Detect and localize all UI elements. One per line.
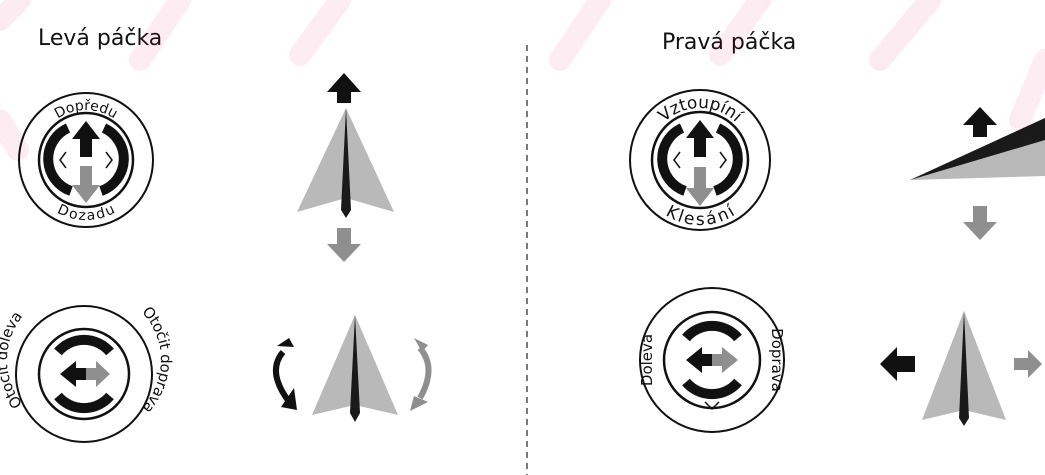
plane-rotate-illustration — [273, 315, 432, 422]
right-strafe-left-label: Doleva — [638, 334, 656, 386]
left-bottom-dial-label: Dozadu — [55, 201, 118, 224]
chevron-left-icon — [673, 151, 681, 169]
right-arrow-icon — [1014, 350, 1042, 378]
plane-side-spine — [910, 118, 1045, 180]
plane-spine — [959, 311, 969, 426]
chevron-right-icon — [105, 151, 113, 169]
right-stick-climb-descend-dial: Vztoupíní Klesání — [629, 89, 771, 231]
left-rotate-right-label: Otočit doprava — [139, 303, 175, 417]
plane-forward-back-illustration — [297, 73, 394, 262]
chevron-up-icon — [76, 334, 92, 344]
chevron-up-icon — [704, 321, 720, 331]
up-arrow-icon — [963, 107, 997, 137]
left-arrow-icon — [880, 347, 915, 381]
right-strafe-right-label: Doprava — [768, 328, 786, 392]
left-stick-heading: Levá páčka — [38, 26, 163, 51]
down-arrow-icon — [963, 206, 997, 240]
left-stick-rotate-dial: Otočit doleva Otočit doprava — [0, 303, 175, 443]
descend-arrow-icon — [686, 167, 714, 206]
plane-spine — [341, 108, 351, 218]
rotate-cw-arrow-icon — [417, 346, 432, 400]
chevron-down-icon — [704, 401, 720, 411]
chevron-down-icon — [76, 404, 92, 414]
watermark — [0, 0, 1045, 161]
left-top-dial-label: Dopředu — [52, 98, 120, 122]
up-arrow-icon — [327, 73, 361, 103]
rotate-left-arrow-icon — [60, 361, 86, 387]
down-arrow-icon — [327, 228, 361, 262]
strafe-left-arrow-icon — [686, 347, 712, 373]
rotate-right-arrow-icon — [86, 361, 110, 387]
forward-arrow-icon — [72, 121, 100, 157]
back-arrow-icon — [72, 166, 100, 203]
rotate-ccw-arrow-icon — [273, 350, 293, 405]
left-rotate-left-label: Otočit doleva — [0, 308, 26, 412]
plane-strafe-illustration — [880, 311, 1042, 426]
climb-arrow-icon — [686, 120, 714, 157]
right-stick-strafe-dial — [639, 287, 785, 433]
strafe-right-arrow-icon — [712, 347, 738, 373]
right-stick-heading: Pravá páčka — [662, 30, 797, 55]
plane-climb-descend-illustration — [910, 107, 1045, 240]
chevron-right-icon — [719, 151, 727, 169]
chevron-left-icon — [59, 151, 67, 169]
plane-spine — [350, 315, 360, 422]
left-stick-forward-back-dial: Dopředu Dozadu — [18, 92, 154, 228]
